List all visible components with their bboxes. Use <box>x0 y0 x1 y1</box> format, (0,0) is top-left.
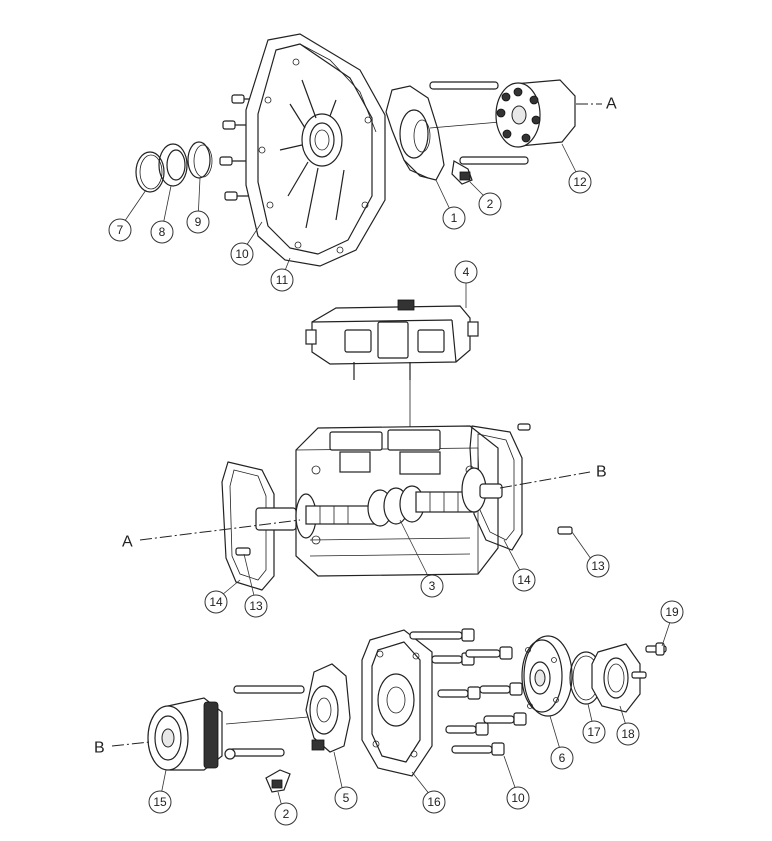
callout-15: 15 <box>148 790 172 814</box>
callout-7: 7 <box>108 218 132 242</box>
callout-5: 5 <box>334 786 358 810</box>
callout-18: 18 <box>616 722 640 746</box>
flange-housing-11 <box>245 33 386 267</box>
dowel-pin-top-right <box>517 423 531 431</box>
bottom-pins <box>224 685 321 760</box>
callout-10-top: 10 <box>230 242 254 266</box>
callout-number: 15 <box>153 795 167 809</box>
callout-2-bottom: 2 <box>274 802 298 826</box>
callout-9: 9 <box>186 210 210 234</box>
axis-label-a-top: A <box>606 96 617 113</box>
o-ring-9 <box>187 141 213 179</box>
callout-number: 14 <box>517 573 531 587</box>
seal-ring-8 <box>158 143 188 187</box>
callout-12: 12 <box>568 170 592 194</box>
seal-ring-7 <box>135 151 165 193</box>
callout-number: 3 <box>429 579 436 593</box>
callout-number: 13 <box>249 599 263 613</box>
cylinder-block-15 <box>147 697 223 771</box>
axis-label-b-right: B <box>596 464 607 481</box>
callout-16: 16 <box>422 790 446 814</box>
callout-number: 10 <box>235 247 249 261</box>
callout-4: 4 <box>454 260 478 284</box>
callout-11: 11 <box>270 268 294 292</box>
callout-number: 18 <box>621 727 635 741</box>
callout-number: 4 <box>463 265 470 279</box>
callout-19: 19 <box>660 600 684 624</box>
callout-number: 2 <box>487 197 494 211</box>
swash-plate-1 <box>385 85 445 181</box>
axis-b-middle <box>499 471 591 489</box>
callout-number: 12 <box>573 175 587 189</box>
callout-13-right: 13 <box>586 554 610 578</box>
callout-14-left: 14 <box>204 590 228 614</box>
callout-number: 10 <box>511 791 525 805</box>
callout-6: 6 <box>550 746 574 770</box>
dowel-pin-13-right <box>557 526 573 535</box>
control-pins <box>429 81 529 165</box>
fitting-2-top <box>451 160 473 185</box>
callout-2-top: 2 <box>478 192 502 216</box>
callout-number: 8 <box>159 225 166 239</box>
control-valve-4 <box>305 299 479 432</box>
axis-b-bottom <box>111 741 151 747</box>
swash-plate-5 <box>305 663 351 753</box>
axis-a-middle <box>139 519 301 541</box>
callout-number: 16 <box>427 795 441 809</box>
bolt-19 <box>645 642 667 656</box>
dowel-pin-13-left <box>235 547 251 556</box>
end-cover-16 <box>361 629 433 777</box>
spool-shaft-3 <box>255 467 503 539</box>
cover-bolts <box>409 628 527 756</box>
callout-8: 8 <box>150 220 174 244</box>
gasket-14-left <box>221 461 275 591</box>
seal-plate-18 <box>591 643 641 713</box>
callout-number: 11 <box>276 273 289 287</box>
callout-number: 6 <box>559 751 566 765</box>
callout-number: 13 <box>591 559 605 573</box>
callout-number: 5 <box>343 791 350 805</box>
callout-number: 14 <box>209 595 223 609</box>
axis-label-a-left: A <box>122 534 133 551</box>
callout-number: 2 <box>283 807 290 821</box>
callout-13-left: 13 <box>244 594 268 618</box>
callout-1: 1 <box>442 206 466 230</box>
callout-14-right: 14 <box>512 568 536 592</box>
bolt-18-small <box>631 671 647 679</box>
axis-label-b-left: B <box>94 740 105 757</box>
callout-number: 17 <box>587 725 601 739</box>
callout-3: 3 <box>420 574 444 598</box>
callout-number: 9 <box>195 215 202 229</box>
callout-number: 19 <box>665 605 679 619</box>
cover-plate-6 <box>521 635 573 717</box>
callout-10-bottom: 10 <box>506 786 530 810</box>
callout-17: 17 <box>582 720 606 744</box>
fitting-2-bottom <box>265 769 291 793</box>
callout-number: 1 <box>451 211 458 225</box>
cylinder-block-12 <box>495 79 576 148</box>
callout-number: 7 <box>117 223 124 237</box>
